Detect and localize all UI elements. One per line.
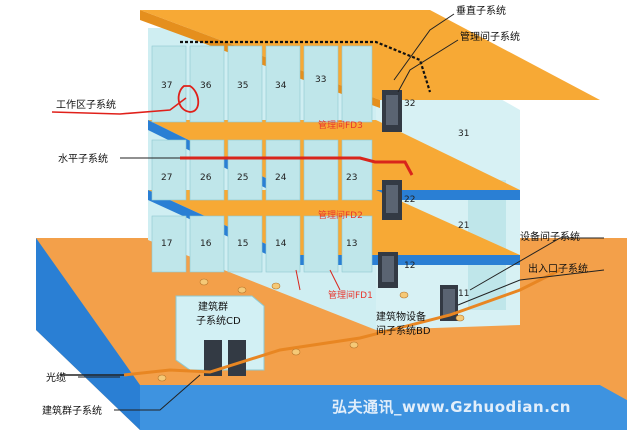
horizontal-cable	[180, 156, 414, 176]
room-numbers-floor1: 17 16 15 14 13 12 11	[161, 239, 469, 299]
label-fd1: 管理间FD1	[328, 289, 373, 301]
room-35: 35	[237, 81, 248, 91]
room-31: 31	[458, 129, 469, 139]
room-22: 22	[404, 195, 415, 205]
ground-front-edge	[140, 385, 627, 430]
room-numbers-floor3: 37 36 35 34 33 32 31	[161, 75, 469, 139]
rack-fd3	[382, 90, 402, 132]
bd-line1: 建筑物设备	[376, 310, 426, 323]
ground-left-edge	[36, 238, 140, 430]
room-24: 24	[275, 173, 287, 183]
rack-fd1	[378, 252, 398, 288]
room-21: 21	[458, 221, 469, 231]
room-23: 23	[346, 173, 357, 183]
room-27: 27	[161, 173, 172, 183]
label-campus: 建筑群子系统	[42, 404, 102, 417]
room-16: 16	[200, 239, 212, 249]
room-13: 13	[346, 239, 357, 249]
work-area-highlight	[177, 85, 200, 113]
room-11: 11	[458, 289, 469, 299]
room-37: 37	[161, 81, 172, 91]
bd-line2: 间子系统BD	[376, 324, 431, 337]
watermark: 弘夫通讯_www.Gzhuodian.cn	[332, 398, 571, 416]
room-36: 36	[200, 81, 212, 91]
room-15: 15	[237, 239, 248, 249]
room-12: 12	[404, 261, 415, 271]
room-14: 14	[275, 239, 287, 249]
room-25: 25	[237, 173, 248, 183]
label-fd3: 管理间FD3	[318, 119, 363, 131]
room-numbers-floor2: 27 26 25 24 23 22 21	[161, 173, 469, 231]
rack-fd2	[382, 180, 402, 220]
campus-box-line2: 子系统CD	[196, 314, 241, 327]
campus-rack-2	[228, 340, 246, 376]
room-17: 17	[161, 239, 172, 249]
floor3-partitions	[151, 45, 373, 123]
room-32: 32	[404, 99, 415, 109]
room-26: 26	[200, 173, 212, 183]
campus-rack-1	[204, 340, 222, 376]
room-34: 34	[275, 81, 287, 91]
floor2-partitions	[151, 139, 373, 201]
label-horizontal: 水平子系统	[58, 152, 108, 165]
label-fd2: 管理间FD2	[318, 209, 363, 221]
label-equipment-room-top: 管理间子系统	[460, 30, 520, 43]
label-work-area: 工作区子系统	[56, 98, 116, 111]
floor1-partitions	[151, 215, 373, 273]
campus-box-line1: 建筑群	[198, 300, 228, 313]
label-vertical: 垂直子系统	[456, 4, 506, 17]
label-entrance: 出入口子系统	[528, 262, 588, 275]
label-fiber: 光缆	[46, 371, 66, 384]
vertical-cable	[180, 40, 432, 93]
backbone-cable	[123, 268, 561, 377]
conduit-joints	[157, 278, 465, 382]
label-equipment-room-sub: 设备间子系统	[520, 230, 580, 243]
room-33: 33	[315, 75, 326, 85]
callout-lines	[78, 13, 605, 411]
rack-bd	[440, 285, 458, 321]
